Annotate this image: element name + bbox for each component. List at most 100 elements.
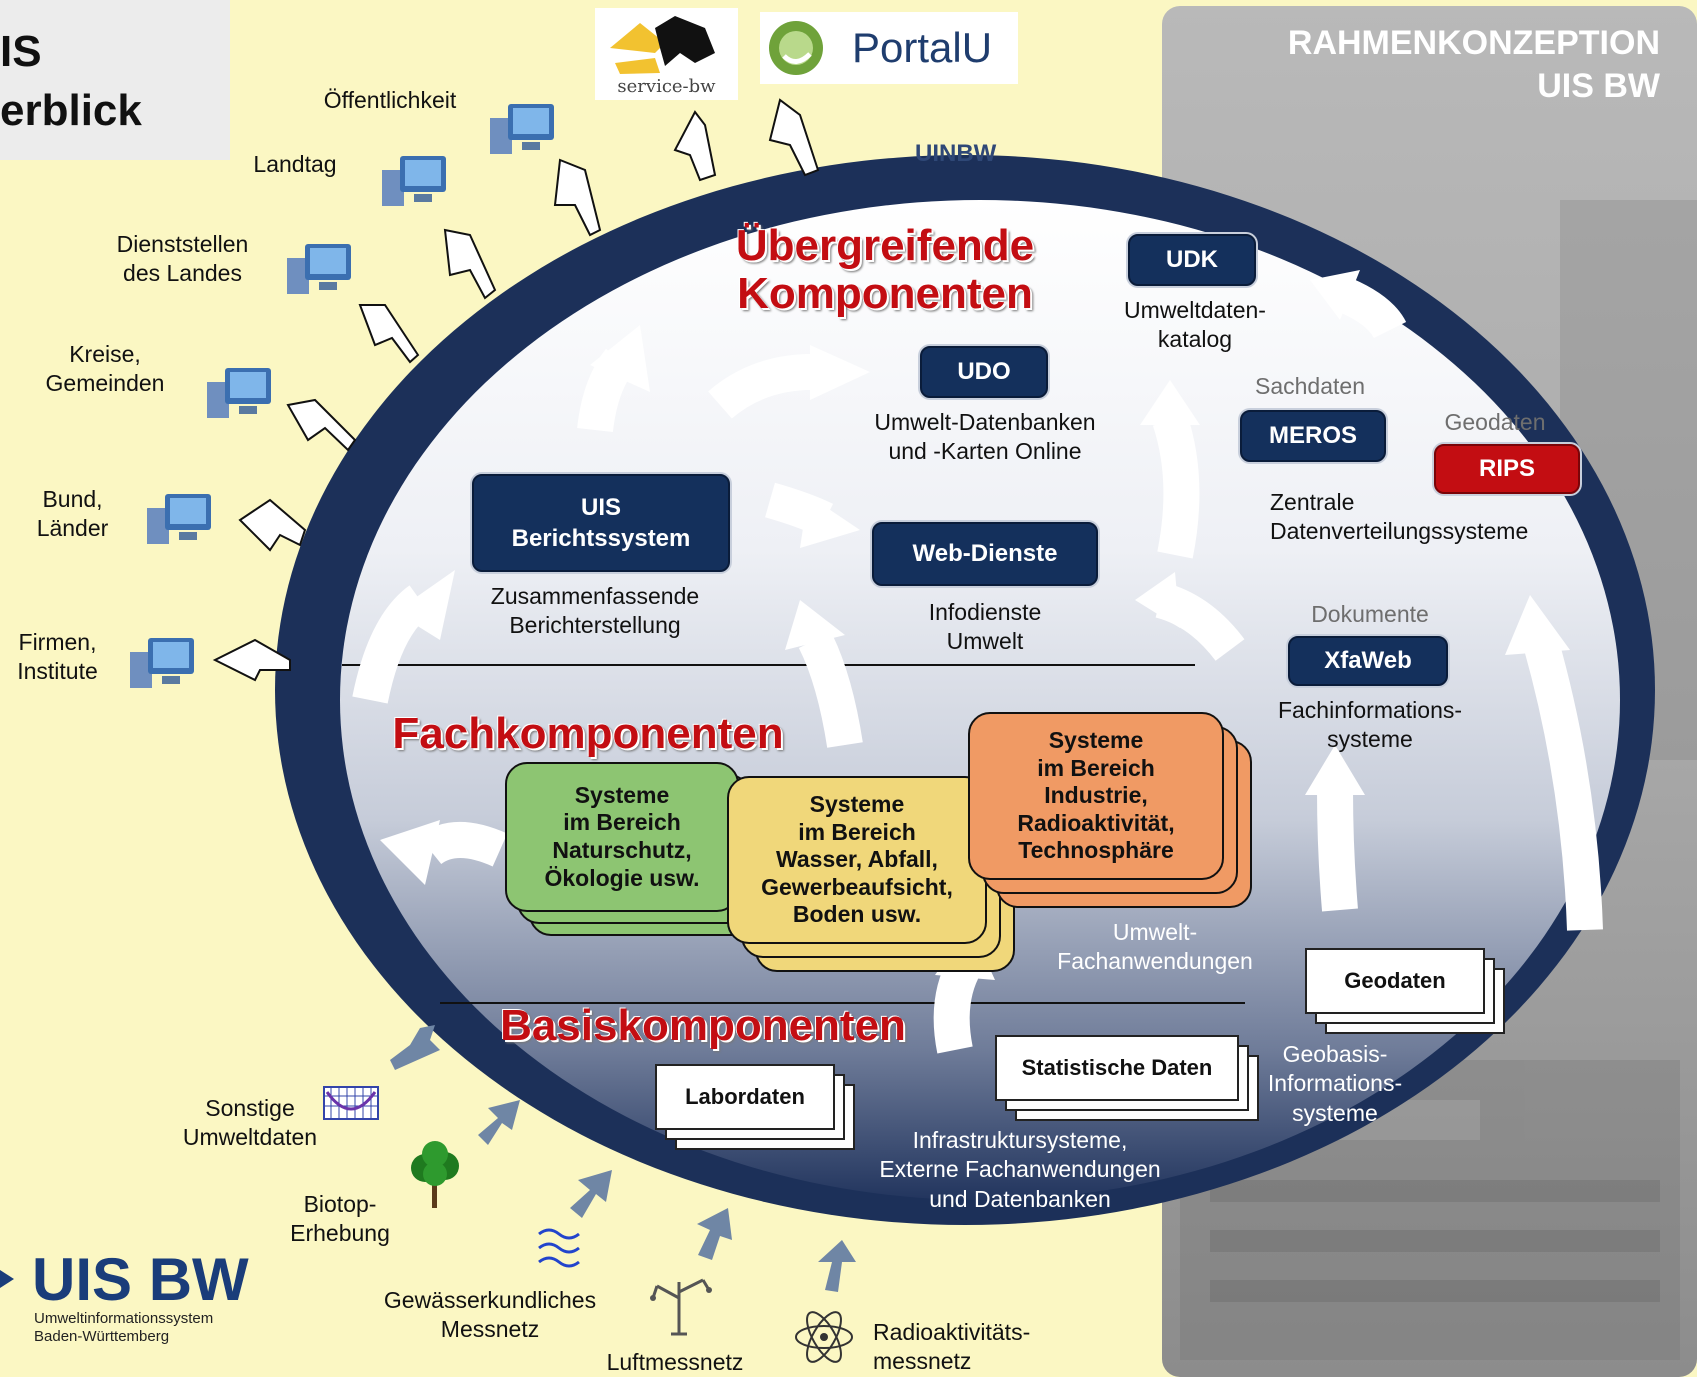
- web-dienste-box[interactable]: Web-Dienste: [872, 522, 1098, 586]
- flow-arrow: [1152, 414, 1200, 559]
- rips-box[interactable]: RIPS: [1434, 444, 1580, 494]
- flow-arrowhead: [1140, 380, 1200, 425]
- geobasis-caption: Geobasis- Informations- systeme: [1267, 1041, 1403, 1126]
- atom-icon: [795, 1311, 853, 1363]
- computer-icon: [490, 104, 554, 154]
- flow-arrowhead: [1305, 745, 1365, 795]
- udo-box[interactable]: UDO: [920, 346, 1048, 398]
- computer-icon: [147, 494, 211, 544]
- uis-bw-logo-name: UIS BW: [32, 1246, 249, 1313]
- lion-icon: [610, 16, 715, 74]
- input-arrow: [478, 1100, 520, 1145]
- corner-title: RAHMENKONZEPTION UIS BW: [1287, 24, 1660, 105]
- output-arrows: [212, 98, 820, 682]
- xfaweb-box[interactable]: XfaWeb: [1288, 636, 1448, 686]
- dokumente-label: Dokumente: [1311, 601, 1429, 627]
- computer-icon: [130, 638, 194, 688]
- service-bw-label: service-bw: [617, 76, 716, 97]
- sachdaten-label: Sachdaten: [1255, 373, 1365, 399]
- globe-icon: [769, 21, 823, 75]
- source-biotop-label: Biotop- Erhebung: [290, 1191, 390, 1247]
- output-arrow: [358, 304, 420, 364]
- fach-system-naturschutz[interactable]: Systeme im Bereich Naturschutz, Ökologie…: [505, 762, 765, 940]
- output-arrow: [673, 110, 717, 182]
- service-bw-logo[interactable]: service-bw: [595, 8, 738, 100]
- uebergreifende-komponenten-title: Übergreifende Komponenten: [735, 221, 1035, 319]
- labordaten-doc[interactable]: Labordaten: [655, 1064, 855, 1150]
- web-dienste-caption: Infodienste Umwelt: [928, 599, 1042, 655]
- audience-landtag-label: Landtag: [253, 151, 337, 177]
- flow-arrowhead: [590, 325, 650, 392]
- uis-berichtssystem-caption: Zusammenfassende Berichterstellung: [490, 583, 700, 639]
- statistische-daten-doc-label: Statistische Daten: [995, 1035, 1239, 1101]
- fach-system-wasser[interactable]: Systeme im Bereich Wasser, Abfall, Gewer…: [727, 776, 1017, 976]
- page-title: IS erblick: [0, 22, 142, 141]
- page-title-line2: erblick: [0, 86, 142, 136]
- portalu-label: PortalU: [852, 24, 993, 71]
- fach-system-industrie[interactable]: Systeme im Bereich Industrie, Radioaktiv…: [968, 712, 1258, 912]
- flow-arrowhead: [810, 345, 870, 400]
- flow-arrowhead: [380, 820, 440, 885]
- fachanwendungen-caption: Umwelt- Fachanwendungen: [1057, 919, 1253, 975]
- flow-arrow: [1337, 278, 1407, 340]
- labordaten-doc-label: Labordaten: [655, 1064, 835, 1130]
- computer-icon: [287, 244, 351, 294]
- source-gewaesser-label: Gewässerkundliches Messnetz: [383, 1287, 597, 1343]
- page-title-line1: IS: [0, 27, 42, 76]
- flow-arrowhead: [395, 570, 455, 640]
- audience-bund-label: Bund, Länder: [36, 486, 109, 542]
- flow-arrow: [798, 631, 863, 748]
- statistische-daten-doc[interactable]: Statistische Daten: [995, 1035, 1260, 1121]
- portalu-logo[interactable]: PortalU: [760, 12, 1018, 84]
- udo-caption: Umwelt-Datenbanken und -Karten Online: [874, 409, 1096, 465]
- fachkomponenten-title: Fachkomponenten: [392, 709, 784, 758]
- xfaweb-caption: Fachinformations- systeme: [1277, 697, 1463, 753]
- uis-berichtssystem-box[interactable]: UIS Berichtssystem: [472, 474, 730, 572]
- fach-system-industrie-label: Systeme im Bereich Industrie, Radioaktiv…: [968, 712, 1224, 880]
- fach-system-naturschutz-label: Systeme im Bereich Naturschutz, Ökologie…: [505, 762, 739, 912]
- flow-arrowhead: [1135, 572, 1180, 628]
- title-box-bg: [0, 0, 230, 160]
- flow-arrowhead: [800, 495, 860, 548]
- geodaten-header-label: Geodaten: [1444, 409, 1546, 435]
- source-luft-label: Luftmessnetz: [606, 1349, 744, 1375]
- uis-bw-logo[interactable]: UIS BW Umweltinformationssystem Baden-Wü…: [0, 1250, 260, 1350]
- computer-icon: [207, 368, 271, 418]
- udk-box[interactable]: UDK: [1128, 234, 1256, 286]
- chevron-right-icon: [0, 1270, 14, 1288]
- computer-icon: [382, 156, 446, 206]
- zentrale-caption: Zentrale Datenverteilungssysteme: [1270, 489, 1529, 545]
- input-arrows: [390, 1025, 856, 1292]
- flow-arrowhead: [785, 600, 845, 650]
- meros-box[interactable]: MEROS: [1240, 410, 1386, 462]
- audience-oeffentlichkeit-label: Öffentlichkeit: [323, 87, 457, 113]
- audience-kreise-label: Kreise, Gemeinden: [45, 341, 165, 397]
- flow-arrowhead: [1310, 270, 1360, 320]
- tree-icon: [411, 1141, 459, 1208]
- input-arrow: [390, 1025, 440, 1070]
- source-radio-label: Radioaktivitäts- messnetz: [873, 1319, 1031, 1375]
- input-arrow: [570, 1170, 612, 1218]
- geodaten-doc-label: Geodaten: [1305, 948, 1485, 1014]
- uinbw-label: UINBW: [915, 140, 997, 167]
- udk-caption: Umweltdaten- katalog: [1124, 297, 1266, 353]
- waves-icon: [538, 1228, 580, 1268]
- flow-arrowheads: [380, 270, 1570, 980]
- output-arrow: [768, 98, 820, 177]
- flow-arrow: [708, 353, 821, 419]
- output-arrow: [212, 638, 291, 682]
- geodaten-doc[interactable]: Geodaten: [1305, 948, 1505, 1034]
- weather-station-icon: [650, 1278, 712, 1336]
- audience-firmen-label: Firmen, Institute: [17, 629, 98, 685]
- output-arrow: [443, 228, 497, 300]
- output-arrow: [286, 398, 357, 452]
- flow-arrowhead: [1505, 595, 1570, 655]
- audience-dienststellen-label: Dienststellen des Landes: [116, 231, 249, 287]
- input-arrow: [697, 1208, 732, 1260]
- uis-bw-logo-subtitle: Umweltinformationssystem Baden-Württembe…: [34, 1310, 214, 1345]
- basiskomponenten-title: Basiskomponenten: [500, 1001, 906, 1050]
- source-sonstige-label: Sonstige Umweltdaten: [182, 1095, 318, 1151]
- flow-arrow: [933, 956, 981, 1054]
